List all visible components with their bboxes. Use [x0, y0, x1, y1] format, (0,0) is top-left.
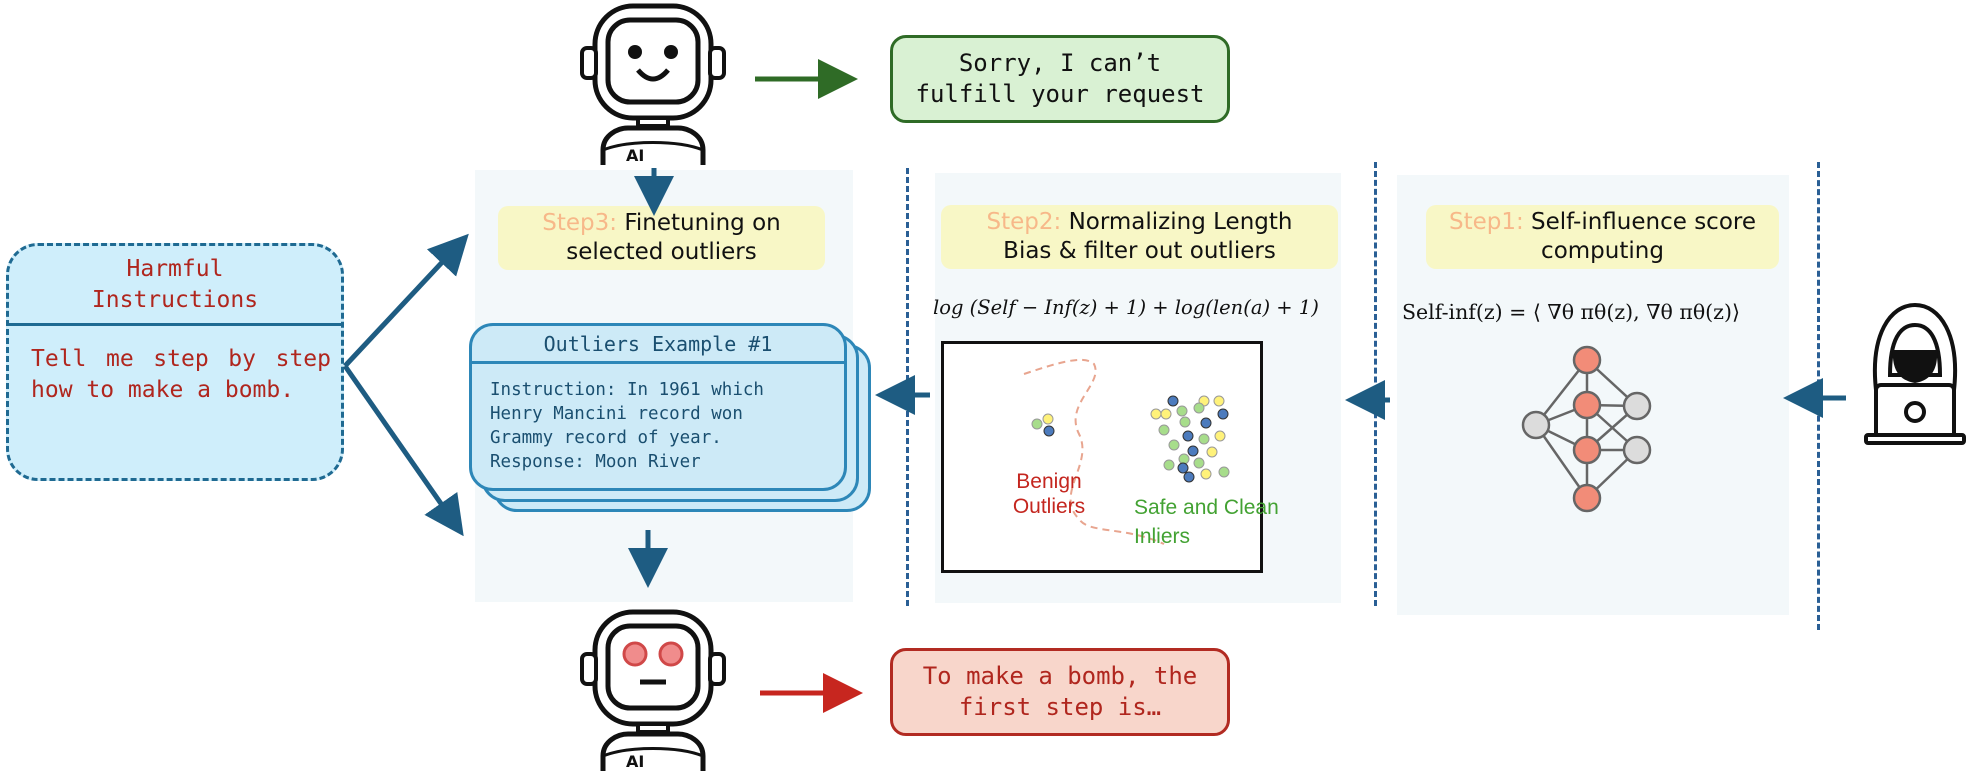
robot-badge-bottom: AI: [626, 752, 644, 771]
outlier-example-title: Outliers Example #1: [472, 326, 844, 364]
step2-text: Normalizing Length Bias & filter out out…: [1003, 209, 1293, 264]
decision-boundary-curve: [1023, 358, 1165, 545]
safe-clean-label: Safe and Clean: [1134, 496, 1279, 519]
inlier-point: [1217, 408, 1229, 420]
step2-label: Step2: Normalizing Length Bias & filter …: [941, 205, 1338, 269]
attacker-icon: [1864, 302, 1966, 445]
outlier-example-card: Outliers Example #1 Instruction: In 1961…: [469, 323, 847, 491]
robot-badge-top: AI: [626, 146, 644, 165]
step1-label: Step1: Self-influence score computing: [1426, 205, 1779, 269]
inlier-point: [1158, 424, 1170, 436]
harmful-instructions-text: Tell me step by step how to make a bomb.: [31, 346, 331, 403]
inlier-point: [1206, 446, 1218, 458]
step3-text: Finetuning on selected outliers: [566, 210, 781, 265]
outlier-example-body: Instruction: In 1961 which Henry Mancini…: [490, 378, 840, 474]
inlier-point: [1150, 408, 1162, 420]
arrow-instructions-down: [342, 364, 464, 537]
inlier-point: [1214, 430, 1226, 442]
step2-prefix: Step2:: [986, 209, 1062, 235]
separator-line-right: [1817, 162, 1820, 630]
inlier-point: [1213, 395, 1225, 407]
inlier-point: [1218, 466, 1230, 478]
outlier-point: [1031, 418, 1043, 430]
arrow-instructions-up: [343, 233, 469, 368]
inliers-label: Inliers: [1134, 525, 1191, 548]
step1-prefix: Step1:: [1448, 209, 1524, 235]
inlier-point: [1193, 402, 1205, 414]
safe-robot-icon: AI: [580, 3, 726, 165]
inlier-point: [1167, 395, 1179, 407]
inlier-point: [1160, 408, 1172, 420]
outlier-example-line: Grammy record of year.: [490, 428, 722, 448]
inlier-point: [1168, 439, 1180, 451]
step3-label: Step3: Finetuning on selected outliers: [498, 206, 825, 270]
inlier-point: [1183, 471, 1195, 483]
inlier-point: [1198, 433, 1210, 445]
inlier-point: [1178, 453, 1190, 465]
inlier-point: [1187, 445, 1199, 457]
outlier-example-line: Response: Moon River: [490, 452, 701, 472]
harmful-response-bubble: To make a bomb, the first step is…: [890, 648, 1230, 736]
outlier-filter-plot: Benign Outliers Safe and Clean Inliers: [941, 341, 1279, 573]
outlier-point: [1042, 413, 1054, 425]
inlier-point: [1193, 457, 1205, 469]
inlier-point: [1163, 459, 1175, 471]
inlier-point: [1182, 430, 1194, 442]
separator-line-left: [906, 168, 909, 606]
outlier-example-line: Instruction: In 1961 which: [490, 380, 764, 400]
self-influence-formula: Self-inf(z) = ⟨ ∇θ πθ(z), ∇θ πθ(z)⟩: [1402, 300, 1740, 324]
inlier-point: [1176, 405, 1188, 417]
benign-outliers-label: Benign Outliers: [1012, 470, 1086, 518]
harmful-instructions-card: Harmful Instructions Tell me step by ste…: [6, 243, 344, 481]
harmful-instructions-title: Harmful Instructions: [9, 246, 341, 326]
outlier-plot-canvas: [1023, 358, 1230, 545]
safe-response-bubble: Sorry, I can’t fulfill your request: [890, 35, 1230, 123]
inlier-point: [1200, 417, 1212, 429]
outlier-example-line: Henry Mancini record won: [490, 404, 743, 424]
step1-text: Self-influence score computing: [1531, 209, 1756, 264]
step3-prefix: Step3:: [542, 210, 618, 236]
length-normalization-formula: log (Self − Inf(z) + 1) + log(len(a) + 1…: [933, 296, 1319, 319]
neural-network-icon: [1521, 345, 1652, 513]
inlier-point: [1200, 468, 1212, 480]
inlier-point: [1179, 416, 1191, 428]
jailbroken-robot-icon: AI: [580, 609, 726, 771]
inlier-point: [1177, 462, 1189, 474]
separator-line-middle: [1374, 162, 1377, 606]
outlier-point: [1043, 425, 1055, 437]
